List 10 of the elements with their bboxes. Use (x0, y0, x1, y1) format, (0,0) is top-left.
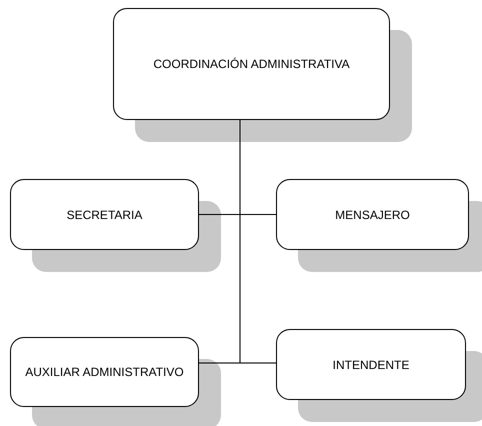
role-label: COORDINACIÓN ADMINISTRATIVA (153, 56, 350, 72)
role-label: AUXILIAR ADMINISTRATIVO (25, 364, 184, 380)
org-box (10, 337, 199, 407)
org-box (10, 179, 199, 250)
org-box (113, 8, 390, 120)
org-box (276, 329, 466, 400)
role-label: INTENDENTE (332, 356, 410, 372)
org-box (276, 179, 469, 250)
role-label: MENSAJERO (335, 206, 410, 222)
role-label: SECRETARIA (66, 206, 142, 222)
